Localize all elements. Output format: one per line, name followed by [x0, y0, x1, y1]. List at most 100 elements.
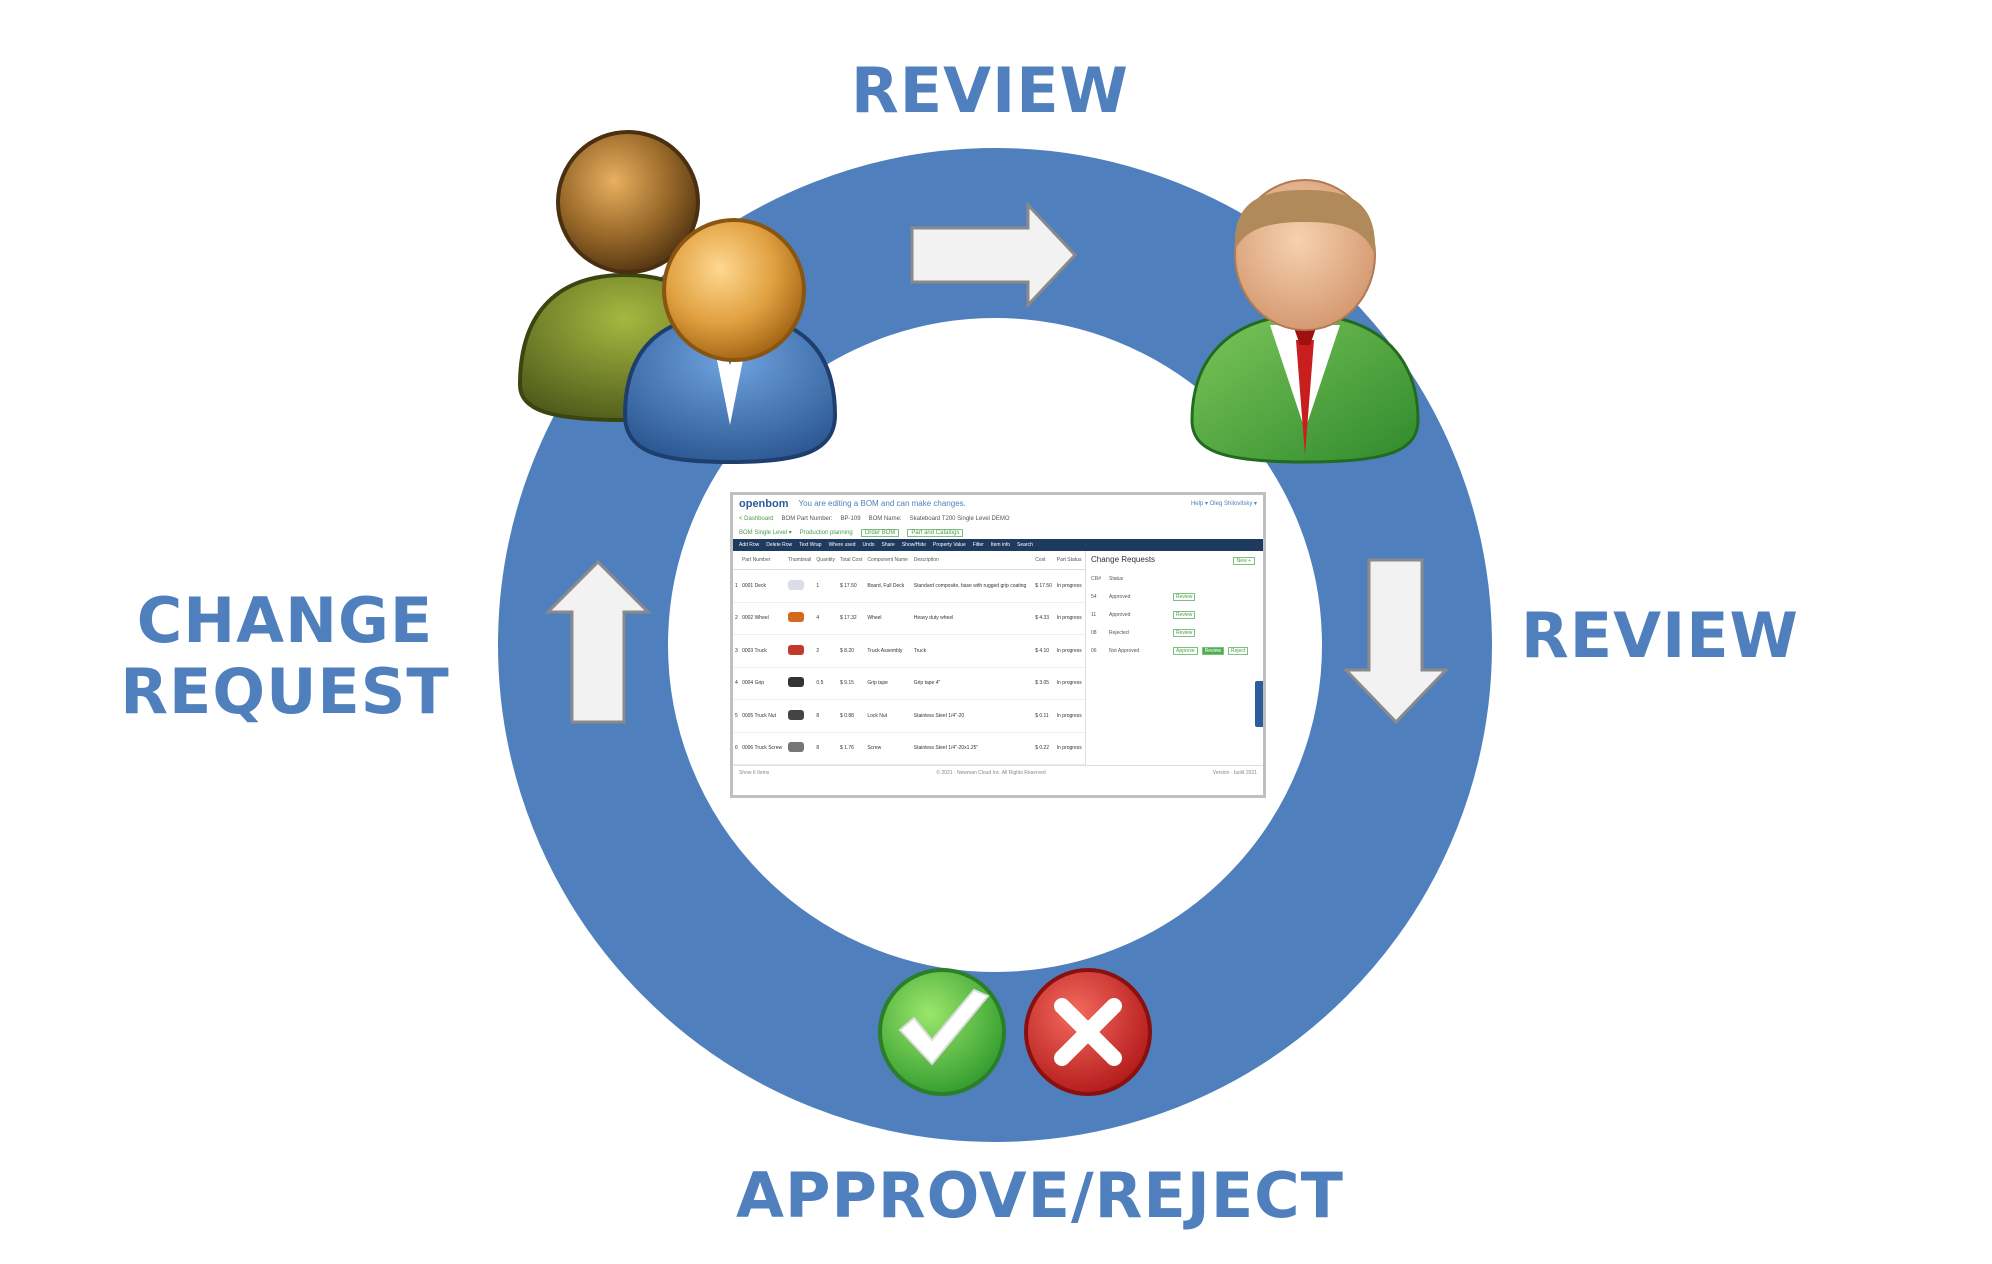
column-header-7[interactable]: Cost — [1033, 551, 1055, 570]
table-cell: Grip tape 4" — [911, 667, 1034, 700]
table-cell: In progress — [1054, 667, 1085, 700]
part-thumbnail — [787, 579, 804, 590]
table-cell: In progress — [1054, 634, 1085, 668]
table-cell: $ 1.76 — [837, 732, 866, 765]
part-thumbnail — [787, 644, 804, 655]
toolbar-item-2[interactable]: Text Wrap — [799, 542, 822, 548]
cr-id-header: CR# — [1091, 576, 1102, 582]
openbom-logo: openbom — [739, 497, 789, 510]
checkmark-icon — [898, 988, 990, 1066]
user-menu[interactable]: Help ▾ Oleg Shilovitsky ▾ — [1190, 501, 1257, 507]
cr-header-row: CR# Status — [1091, 570, 1258, 588]
cr-reject-button[interactable]: Reject — [1228, 647, 1249, 655]
table-cell: $ 9.15 — [837, 667, 866, 700]
toolbar-item-9[interactable]: Item info — [990, 542, 1011, 548]
toolbar-item-4[interactable]: Undo — [862, 542, 875, 548]
toolbar-item-0[interactable]: Add Row — [739, 542, 760, 548]
toolbar-item-6[interactable]: Show/Hide — [901, 542, 927, 548]
column-header-0[interactable] — [733, 551, 741, 570]
arrow-right-icon — [910, 201, 1078, 309]
table-cell: 0002 Wheel — [740, 602, 786, 635]
table-cell: Stainless Steel 1/4"-20 — [911, 699, 1034, 733]
table-cell: 0006 Truck Screw — [740, 732, 786, 765]
bom-part-label: BOM Part Number: — [781, 516, 833, 522]
cr-status: Not Approved — [1109, 648, 1140, 654]
screenshot-footer: Show 6 Items © 2021 · Newman Cloud Inc. … — [733, 765, 1263, 780]
table-cell: 3 — [733, 634, 741, 668]
change-request-row[interactable]: 54 Approved Review — [1091, 588, 1258, 606]
cr-approve-button[interactable]: Approve — [1173, 647, 1198, 655]
table-cell: $ 3.05 — [1033, 667, 1055, 700]
table-cell — [785, 667, 815, 700]
openbom-screenshot: openbom You are editing a BOM and can ma… — [730, 492, 1266, 798]
table-cell: Wheel — [865, 602, 912, 635]
table-cell: $ 17.32 — [837, 602, 866, 635]
cr-id: 11 — [1091, 612, 1097, 618]
table-cell — [785, 699, 815, 733]
cr-review-button[interactable]: Review — [1173, 629, 1196, 637]
toolbar-item-1[interactable]: Delete Row — [766, 542, 793, 548]
table-cell: 0005 Truck Nut — [740, 699, 786, 733]
table-cell: 0004 Grip — [740, 667, 786, 700]
table-cell — [785, 732, 815, 765]
table-cell: 6 — [733, 732, 741, 765]
column-header-6[interactable]: Description — [911, 551, 1034, 570]
edit-notice: You are editing a BOM and can make chang… — [798, 499, 966, 508]
table-cell: Standard composite, base with rugged gri… — [911, 569, 1034, 603]
view-selector[interactable]: BOM Single Level ▾ — [739, 530, 792, 536]
arrow-up-icon — [544, 559, 652, 724]
column-header-2[interactable]: Thumbnail — [785, 551, 815, 570]
side-panel-tab[interactable] — [1255, 681, 1263, 727]
cr-status: Approved — [1109, 594, 1131, 600]
table-cell: $ 8.20 — [837, 634, 866, 668]
column-header-8[interactable]: Part Status — [1054, 551, 1085, 570]
table-cell: $ 0.11 — [1033, 699, 1055, 733]
toolbar-item-5[interactable]: Share — [881, 542, 895, 548]
table-cell: Heavy duty wheel — [911, 602, 1034, 635]
table-cell: 0003 Truck — [740, 634, 786, 668]
cr-id: 54 — [1091, 594, 1097, 600]
bom-info-bar: < Dashboard BOM Part Number: BP-109 BOM … — [733, 512, 1263, 526]
dashboard-link[interactable]: < Dashboard — [739, 516, 774, 522]
toolbar-item-7[interactable]: Property Value — [933, 542, 966, 548]
table-cell: $ 0.22 — [1033, 732, 1055, 765]
cr-review-button[interactable]: Review — [1173, 611, 1196, 619]
users-group-icon — [517, 130, 838, 465]
toolbar-item-8[interactable]: Filter — [972, 542, 984, 548]
column-header-5[interactable]: Component Name — [865, 551, 912, 570]
part-catalog-button[interactable]: Part and Catalogs — [907, 528, 964, 537]
toolbar-item-10[interactable]: Search — [1017, 542, 1033, 548]
column-header-3[interactable]: Quantity — [814, 551, 838, 570]
toolbar-item-3[interactable]: Where used — [828, 542, 856, 548]
table-cell: 2 — [733, 602, 741, 635]
table-cell: 8 — [814, 732, 838, 765]
order-bom-button[interactable]: Order BOM — [860, 528, 900, 537]
cr-review-button[interactable]: Review — [1201, 647, 1225, 655]
new-request-button[interactable]: New + — [1232, 557, 1255, 565]
cr-review-button[interactable]: Review — [1173, 593, 1196, 601]
table-cell — [785, 569, 815, 603]
table-cell: Board, Full Deck — [865, 569, 912, 603]
change-request-line-2: REQUEST — [120, 655, 450, 729]
table-cell: Screw — [865, 732, 912, 765]
column-header-1[interactable]: Part Number — [740, 551, 786, 570]
cr-id: 06 — [1091, 648, 1097, 654]
production-planning[interactable]: Production planning — [799, 529, 853, 536]
column-header-4[interactable]: Total Cost — [837, 551, 866, 570]
